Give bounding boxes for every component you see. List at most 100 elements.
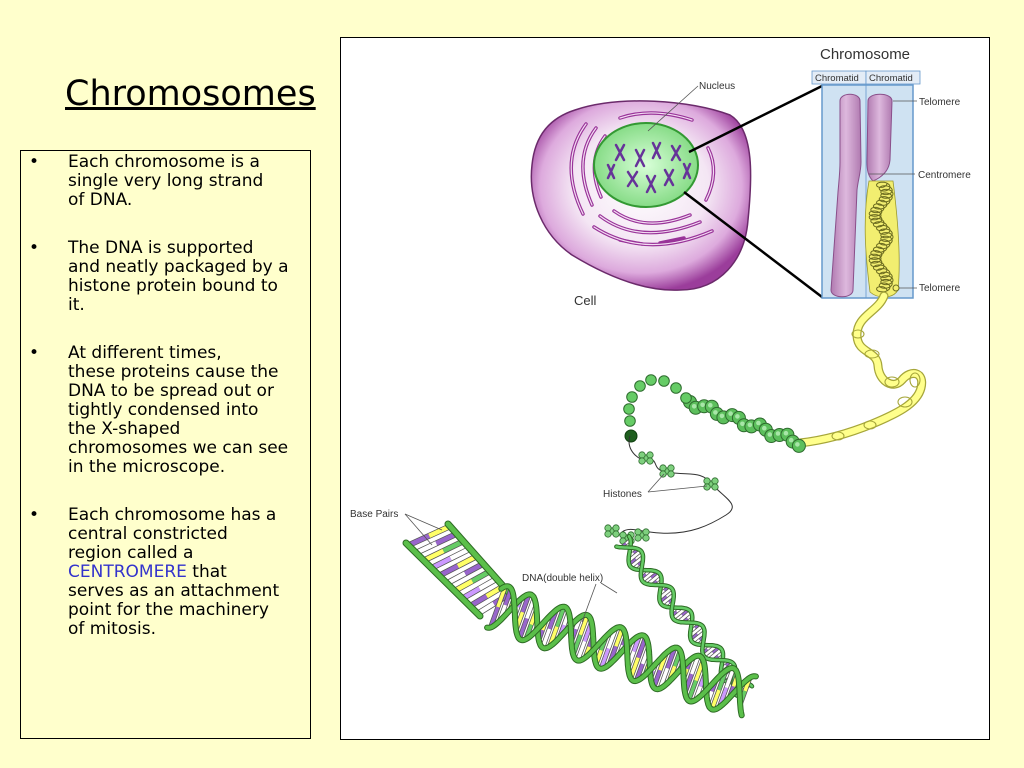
ladder-strand <box>445 521 515 599</box>
chromatin-bead <box>626 391 638 403</box>
telomere-top-label: Telomere <box>919 97 961 108</box>
telomere-bottom-label: Telomere <box>919 283 961 294</box>
bullet-line: chromosomes we can see <box>68 438 289 458</box>
bullet-line: DNA to be spread out or <box>68 381 274 401</box>
bullet-line: Each chromosome is a <box>68 152 260 172</box>
diagram-panel: Chromosome Chromatid Chromatid Telomere … <box>340 37 990 740</box>
histone-bead <box>638 451 646 459</box>
histone-bead <box>711 483 719 491</box>
solenoid-bead-highlight <box>795 442 800 447</box>
bullet-symbol: • <box>29 152 40 172</box>
histone-bead <box>659 470 667 478</box>
solenoid-bead-highlight <box>762 425 767 431</box>
histone-bead <box>703 477 711 485</box>
base-pair-rung <box>449 546 472 561</box>
solenoid-bead-highlight <box>783 430 789 436</box>
chromatid-right-label: Chromatid <box>869 73 913 84</box>
base-pair-rung <box>599 647 611 670</box>
solenoid-bead-highlight <box>747 422 753 428</box>
bullet-line: central constricted <box>68 524 228 544</box>
histone-bead <box>642 528 650 536</box>
solenoid-bead-highlight <box>775 431 781 436</box>
chromatin-bead <box>658 375 670 387</box>
bullet-text: Each chromosome is a single very long st… <box>68 153 310 210</box>
solenoid-bead-highlight <box>735 414 740 419</box>
base-pair-rung <box>435 531 458 546</box>
bullet-item: • Each chromosome is a single very long … <box>21 153 310 210</box>
histone-bead <box>667 464 675 472</box>
bullet-line: it. <box>68 295 85 315</box>
histone-bead <box>634 528 642 536</box>
chromatin-bead <box>680 392 692 404</box>
chromatid-right-upper <box>866 93 893 182</box>
telomere-end <box>892 284 900 292</box>
bullet-line: tightly condensed into <box>68 400 259 420</box>
chromatid-right-label-box <box>865 70 921 85</box>
chromatin-bead <box>624 415 636 427</box>
base-pair-rung <box>428 524 451 538</box>
histone-bead <box>703 483 711 491</box>
chromosome-leader-lines <box>869 100 917 289</box>
histone-bead <box>612 530 620 538</box>
histone-bead <box>667 470 675 478</box>
chromatid-left <box>830 93 862 298</box>
chromatin-bead <box>645 374 657 386</box>
bullet-symbol: • <box>29 238 40 258</box>
base-pair-rung <box>442 539 465 553</box>
histone-bead <box>604 530 612 538</box>
solenoid-fiber <box>623 374 806 453</box>
bullet-line: in the microscope. <box>68 457 226 477</box>
chromatin-bead-dark <box>624 429 638 443</box>
base-pair-rung <box>555 606 566 628</box>
histone-bead <box>619 531 627 539</box>
centromere-term: CENTROMERE <box>68 562 187 582</box>
slide-title: Chromosomes <box>65 74 316 114</box>
histone-bead <box>642 534 650 542</box>
chromatin-bead <box>623 403 635 415</box>
solenoid-bead-highlight <box>719 413 725 419</box>
nucleus-label: Nucleus <box>699 81 735 92</box>
bullet-line: the X-shaped <box>68 419 181 439</box>
histone-bead <box>634 534 642 542</box>
ladder-strand <box>403 540 483 619</box>
base-pair-rung <box>575 640 587 662</box>
base-pairs-label: Base Pairs <box>350 509 398 520</box>
histone-bead <box>638 457 646 465</box>
histone-bead <box>646 457 654 465</box>
bullet-line: region called a <box>68 543 194 563</box>
solenoid-bead-highlight <box>713 410 718 415</box>
bullet-text: Each chromosome has a central constricte… <box>68 506 310 639</box>
bullet-line: point for the machinery <box>68 600 269 620</box>
diagram-leader-lines <box>404 85 708 623</box>
centromere-label: Centromere <box>918 170 971 181</box>
solenoid-bead-highlight <box>740 421 745 427</box>
chromatid-left-label: Chromatid <box>815 73 859 84</box>
histone-bead <box>659 464 667 472</box>
helix-strand <box>627 535 754 688</box>
bullet-symbol: • <box>29 343 40 363</box>
nucleus <box>593 122 699 208</box>
bullet-item: • At different times, these proteins cau… <box>21 344 310 477</box>
solenoid-bead-highlight <box>756 420 761 426</box>
base-pair-rung <box>540 628 552 649</box>
base-pair-rung <box>710 689 721 711</box>
helix-strand <box>615 545 741 698</box>
base-pair-rung <box>578 614 590 636</box>
chromosome-heading: Chromosome <box>820 46 910 63</box>
histone-bead <box>646 451 654 459</box>
base-pair-rung <box>724 667 736 689</box>
bullet-list: • Each chromosome is a single very long … <box>21 151 310 639</box>
bullet-item: • Each chromosome has a central constric… <box>21 506 310 639</box>
bullet-line: serves as an attachment <box>68 581 280 601</box>
chromatin-fiber <box>795 291 927 448</box>
bullet-line: single very long strand <box>68 171 264 191</box>
bullet-line: CENTROMERE that <box>68 563 310 582</box>
chromatin-bead <box>670 382 682 394</box>
bullet-item: • The DNA is supported and neatly packag… <box>21 239 310 315</box>
bullet-line: of DNA. <box>68 190 133 210</box>
chromatin-coil <box>868 181 894 293</box>
helix-strand <box>499 584 744 718</box>
zoom-connector-lines <box>683 84 823 298</box>
bullet-line: of mitosis. <box>68 619 156 639</box>
histones-label: Histones <box>603 489 642 500</box>
